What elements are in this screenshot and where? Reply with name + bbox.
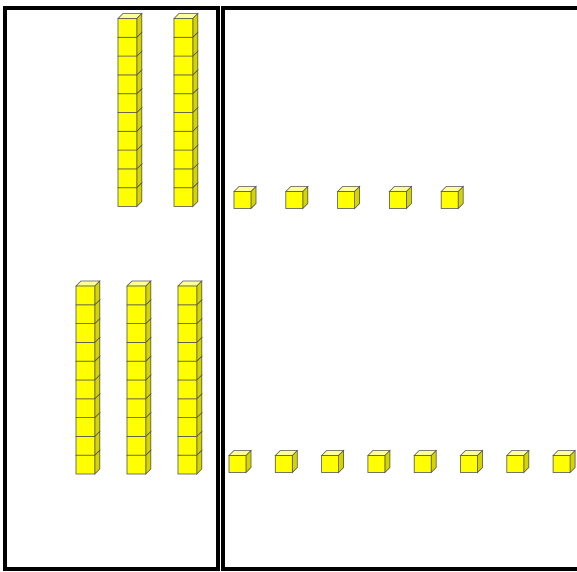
ten-rod-icon bbox=[178, 281, 202, 474]
unit-cube-icon bbox=[368, 451, 390, 473]
unit-cube-icon bbox=[229, 451, 251, 473]
ten-rod-icon bbox=[174, 14, 198, 207]
ten-rod-icon bbox=[127, 281, 151, 474]
unit-cube-icon bbox=[441, 187, 463, 209]
unit-cube-icon bbox=[322, 451, 344, 473]
unit-cube-icon bbox=[553, 451, 575, 473]
unit-cube-icon bbox=[234, 187, 256, 209]
unit-cube-icon bbox=[286, 187, 308, 209]
ten-rod-icon bbox=[118, 14, 142, 207]
ones-panel bbox=[223, 8, 577, 569]
ten-rod-icon bbox=[76, 281, 100, 474]
unit-cube-icon bbox=[275, 451, 297, 473]
unit-cube-icon bbox=[338, 187, 360, 209]
unit-cube-icon bbox=[507, 451, 529, 473]
unit-cube-icon bbox=[461, 451, 483, 473]
unit-cube-icon bbox=[389, 187, 411, 209]
unit-cube-icon bbox=[414, 451, 436, 473]
